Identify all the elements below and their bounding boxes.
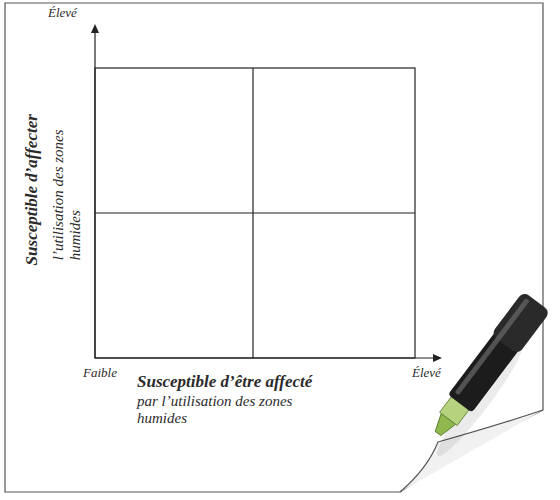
axis-title: Susceptible d’affecter bbox=[22, 114, 42, 265]
x-axis bbox=[95, 357, 436, 358]
y-axis bbox=[94, 30, 95, 358]
matrix-divider bbox=[95, 212, 415, 213]
axis-end-label: Élevé bbox=[412, 366, 441, 381]
pen-cap bbox=[491, 291, 551, 355]
page-outline bbox=[5, 3, 543, 492]
axis-subtitle: par l’utilisation des zones humides bbox=[137, 393, 332, 428]
axis-subtitle: l’utilisation des zones humides bbox=[50, 90, 85, 260]
axis-title: Susceptible d’être affecté bbox=[137, 372, 312, 392]
matrix-frame bbox=[95, 68, 415, 358]
pen-highlight bbox=[455, 298, 530, 395]
axis-end-label: Élevé bbox=[48, 6, 77, 21]
axis-arrowhead bbox=[91, 24, 99, 33]
highlighter-pen bbox=[424, 291, 550, 443]
axis-arrowhead bbox=[433, 354, 442, 362]
axis-origin-label: Faible bbox=[83, 366, 117, 381]
